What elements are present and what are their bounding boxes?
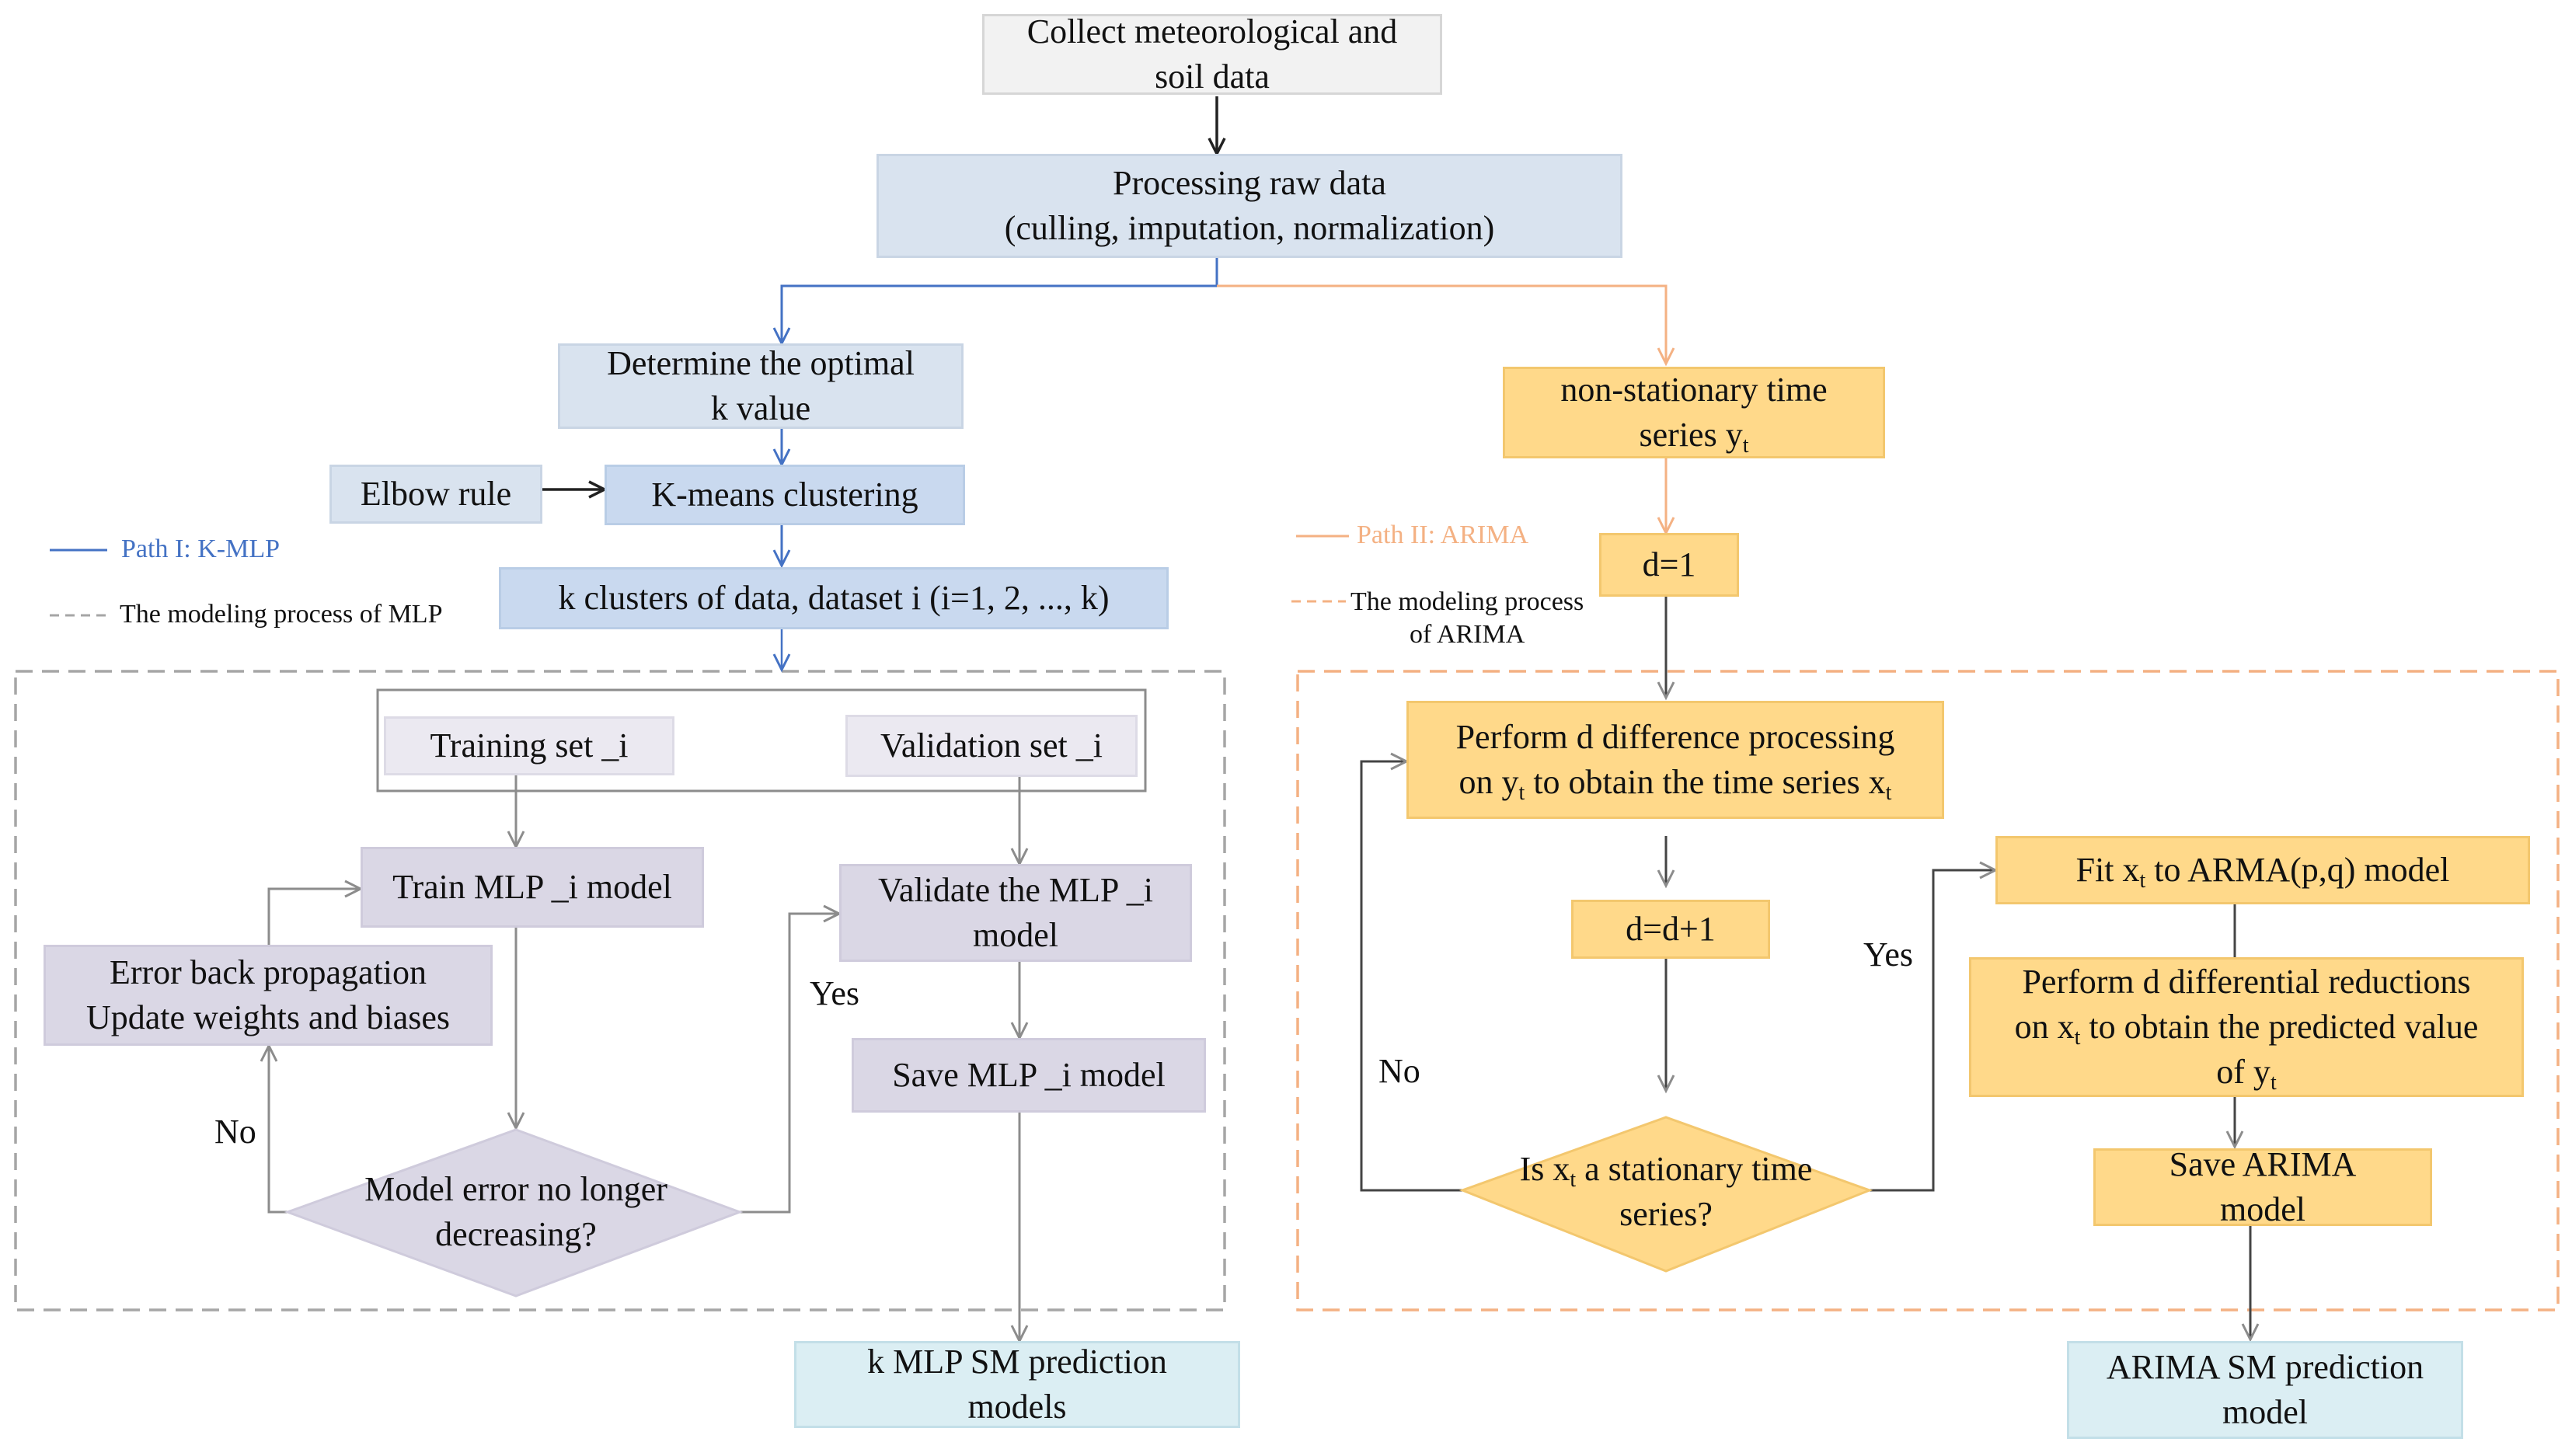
nonstationary-sub: t xyxy=(1742,434,1749,458)
training-set-label: Training set _i xyxy=(430,726,629,765)
elbow-rule-label: Elbow rule xyxy=(360,475,512,513)
arima-output-line1: ARIMA SM prediction xyxy=(2106,1348,2424,1386)
d-increment-label: d=d+1 xyxy=(1626,910,1716,948)
optimal-k-line2: k value xyxy=(710,389,811,427)
save-arima-line2: model xyxy=(2220,1190,2305,1228)
validate-mlp-node: Validate the MLP _i model xyxy=(839,864,1192,962)
model-error-decision: Model error no longer decreasing? xyxy=(326,1162,706,1262)
fit-arma-label: Fit xt to ARMA(p,q) model xyxy=(2076,848,2450,893)
d-equals-1-node: d=1 xyxy=(1599,533,1739,597)
save-arima-line1: Save ARIMA xyxy=(2169,1145,2357,1183)
collect-data-line1: Collect meteorological and xyxy=(1026,12,1398,51)
stationary-decision-shape xyxy=(1459,1116,1873,1273)
legend-arima-process-1: The modeling process xyxy=(1350,587,1584,616)
legend-arima-process-2: of ARIMA xyxy=(1410,620,1525,649)
legend-path1: Path I: K-MLP xyxy=(121,535,280,563)
model-error-line2: decreasing? xyxy=(435,1215,597,1253)
stationary-line2: series? xyxy=(1619,1195,1713,1233)
model-error-line1: Model error no longer xyxy=(364,1170,667,1208)
differential-reductions-mid: to obtain the predicted value xyxy=(2080,1008,2479,1046)
nonstationary-line2: series yt xyxy=(1640,413,1749,458)
perform-difference-line1: Perform d difference processing xyxy=(1455,718,1895,756)
nonstationary-var: series y xyxy=(1639,416,1743,454)
k-mlp-output-line1: k MLP SM prediction xyxy=(867,1343,1167,1381)
stationary-line1: Is xt a stationary time xyxy=(1520,1147,1813,1192)
clusters-node: k clusters of data, dataset i (i=1, 2, .… xyxy=(499,567,1169,629)
arrow-error-bp-to-train xyxy=(267,880,364,945)
train-mlp-label: Train MLP _i model xyxy=(392,868,672,906)
fit-arma-sub: t xyxy=(2139,869,2146,893)
d-increment-node: d=d+1 xyxy=(1571,900,1770,959)
differential-reductions-y: of y xyxy=(2216,1053,2271,1091)
arima-output-node: ARIMA SM prediction model xyxy=(2067,1341,2463,1439)
perform-difference-x-sub: t xyxy=(1885,781,1892,805)
save-mlp-label: Save MLP _i model xyxy=(892,1056,1166,1094)
optimal-k-node: Determine the optimal k value xyxy=(558,343,964,429)
kmeans-label: K-means clustering xyxy=(651,475,918,514)
differential-reductions-x: on x xyxy=(2014,1008,2075,1046)
process-raw-data-line1: Processing raw data xyxy=(1113,164,1386,202)
d-equals-1-label: d=1 xyxy=(1642,545,1696,583)
optimal-k-line1: Determine the optimal xyxy=(607,344,915,382)
nonstationary-node: non-stationary time series yt xyxy=(1503,367,1885,458)
differential-reductions-y-sub: t xyxy=(2270,1071,2277,1095)
dataset-split-frame xyxy=(376,688,1147,792)
perform-difference-mid: to obtain the time series x xyxy=(1525,763,1886,801)
validate-mlp-line1: Validate the MLP _i xyxy=(878,871,1153,909)
fit-arma-node: Fit xt to ARMA(p,q) model xyxy=(1995,836,2530,904)
fit-arma-x: Fit x xyxy=(2075,851,2140,889)
process-raw-data-line2: (culling, imputation, normalization) xyxy=(1004,209,1495,247)
no-label-mlp: No xyxy=(214,1113,256,1151)
perform-difference-node: Perform d difference processing on yt to… xyxy=(1406,701,1944,819)
validation-set-node: Validation set _i xyxy=(845,715,1138,777)
differential-reductions-line1: Perform d differential reductions xyxy=(2022,963,2471,1001)
process-raw-data-node: Processing raw data (culling, imputation… xyxy=(877,154,1622,258)
arrow-process-to-nonstationary xyxy=(1217,284,1675,367)
arima-output-line2: model xyxy=(2222,1393,2308,1431)
differential-reductions-x-sub: t xyxy=(2074,1026,2081,1050)
yes-label-arima: Yes xyxy=(1863,935,1914,974)
nonstationary-line1: non-stationary time xyxy=(1560,371,1828,409)
stationary-rest: a stationary time xyxy=(1576,1150,1813,1188)
k-mlp-output-node: k MLP SM prediction models xyxy=(794,1341,1240,1428)
legend-path2: Path II: ARIMA xyxy=(1357,521,1528,549)
save-arima-node: Save ARIMA model xyxy=(2093,1145,2432,1228)
legend-mlp-process: The modeling process of MLP xyxy=(120,600,443,629)
error-bp-node: Error back propagation Update weights an… xyxy=(44,945,493,1046)
differential-reductions-line2: on xt to obtain the predicted value xyxy=(2015,1005,2479,1050)
clusters-label: k clusters of data, dataset i (i=1, 2, .… xyxy=(558,579,1110,617)
collect-data-node: Collect meteorological and soil data xyxy=(982,12,1442,96)
stationary-is-x: Is x xyxy=(1519,1150,1570,1188)
train-mlp-node: Train MLP _i model xyxy=(361,847,704,928)
validate-mlp-line2: model xyxy=(973,916,1058,954)
error-bp-line1: Error back propagation xyxy=(109,953,427,991)
training-set-node: Training set _i xyxy=(384,716,674,775)
perform-difference-y: on y xyxy=(1459,763,1519,801)
collect-data-line2: soil data xyxy=(1155,57,1270,96)
yes-label-mlp: Yes xyxy=(810,974,860,1012)
stationary-decision: Is xt a stationary time series? xyxy=(1500,1144,1832,1240)
arrow-decision-yes-to-validate xyxy=(740,904,842,1214)
differential-reductions-line3: of yt xyxy=(2216,1050,2276,1095)
perform-difference-y-sub: t xyxy=(1518,781,1525,805)
differential-reductions-node: Perform d differential reductions on xt … xyxy=(1969,957,2524,1097)
arrow-decision-yes-to-fit-arma xyxy=(1870,861,1999,1192)
arrow-decision-no-to-error-bp xyxy=(260,1043,288,1214)
no-label-arima: No xyxy=(1378,1052,1420,1090)
validation-set-label: Validation set _i xyxy=(880,726,1103,765)
elbow-rule-node: Elbow rule xyxy=(329,465,542,524)
k-mlp-output-line2: models xyxy=(967,1388,1067,1426)
error-bp-line2: Update weights and biases xyxy=(86,998,450,1036)
perform-difference-line2: on yt to obtain the time series xt xyxy=(1459,760,1892,805)
model-error-decision-shape xyxy=(284,1128,744,1298)
fit-arma-rest: to ARMA(p,q) model xyxy=(2145,851,2450,889)
arrow-decision-no-to-perform-diff xyxy=(1360,752,1462,1192)
save-mlp-node: Save MLP _i model xyxy=(852,1038,1206,1113)
stationary-sub: t xyxy=(1570,1168,1577,1192)
kmeans-node: K-means clustering xyxy=(605,465,965,525)
